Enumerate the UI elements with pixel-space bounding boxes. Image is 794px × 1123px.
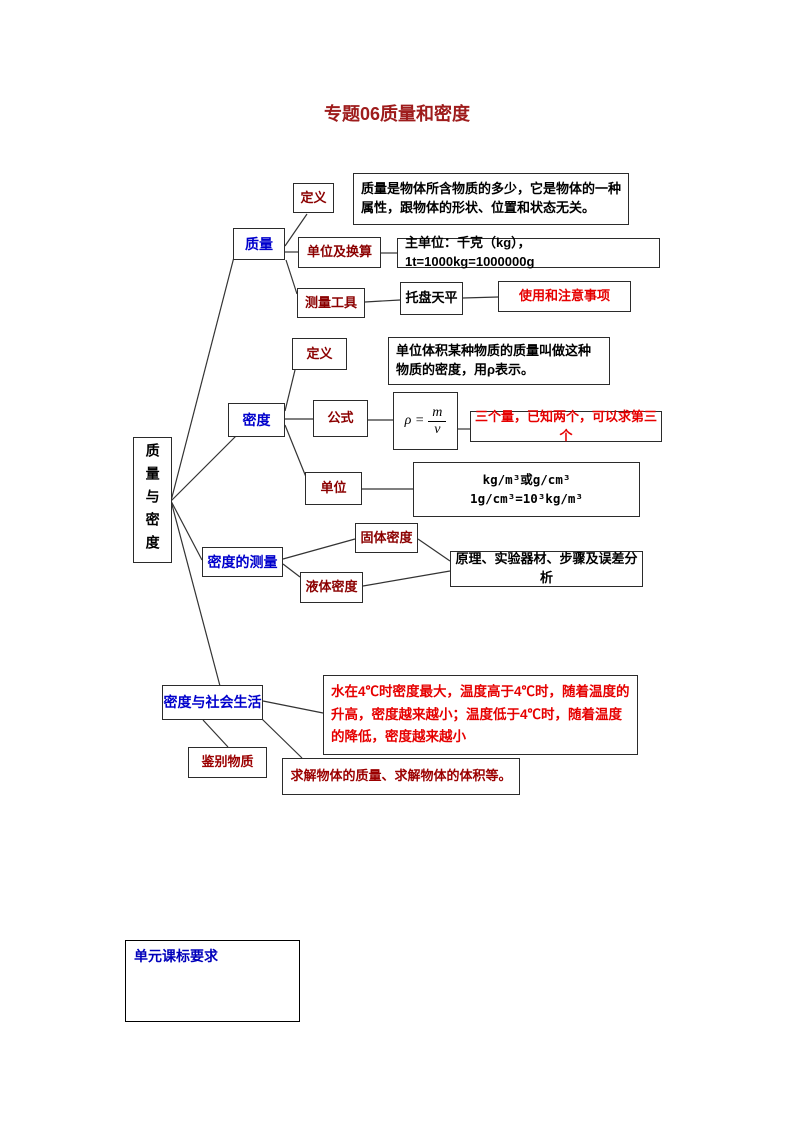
node-social-note: 水在4℃时密度最大，温度高于4℃时，随着温度的升高，密度越来越小；温度低于4℃时… xyxy=(323,675,638,755)
unit-standard-box: 单元课标要求 xyxy=(125,940,300,1022)
node-mass: 质量 xyxy=(233,228,285,260)
node-solid-density: 固体密度 xyxy=(355,523,418,553)
formula-numerator: m xyxy=(428,405,447,422)
node-density-definition: 定义 xyxy=(292,338,347,370)
node-mass-definition: 定义 xyxy=(293,183,334,213)
node-density-definition-text: 单位体积某种物质的质量叫做这种物质的密度，用ρ表示。 xyxy=(388,337,610,385)
node-mass-definition-text: 质量是物体所含物质的多少，它是物体的一种属性，跟物体的形状、位置和状态无关。 xyxy=(353,173,629,225)
node-measurement: 密度的测量 xyxy=(202,547,283,577)
node-root: 质量与密度 xyxy=(133,437,172,563)
node-density-unit-text: kg/m³或g/cm³ 1g/cm³=10³kg/m³ xyxy=(413,462,640,517)
measurement-detail-text: 原理、实验器材、步骤及误差分析 xyxy=(455,551,638,585)
mass-definition-text: 质量是物体所含物质的多少，它是物体的一种属性，跟物体的形状、位置和状态无关。 xyxy=(361,181,622,215)
node-mass-tool: 测量工具 xyxy=(297,288,365,318)
node-measurement-detail: 原理、实验器材、步骤及误差分析 xyxy=(450,551,643,587)
node-liquid-density: 液体密度 xyxy=(300,572,363,603)
node-mass-unit: 单位及换算 xyxy=(298,237,381,268)
node-density: 密度 xyxy=(228,403,285,437)
node-identify-note: 求解物体的质量、求解物体的体积等。 xyxy=(282,758,520,795)
formula-note: 三个量，已知两个，可以求第三个 xyxy=(474,408,657,443)
node-density-formula-expression: ρ = m v xyxy=(393,392,458,450)
node-mass-tool-note: 使用和注意事项 xyxy=(498,281,631,312)
page-title: 专题06质量和密度 xyxy=(323,104,471,124)
node-social-label: 密度与社会生活 xyxy=(163,694,262,711)
node-mass-unit-label: 单位及换算 xyxy=(306,244,372,260)
node-root-label: 质量与密度 xyxy=(144,442,161,558)
formula-fraction: m v xyxy=(428,405,447,437)
node-mass-definition-label: 定义 xyxy=(300,189,327,205)
node-density-formula-label: 公式 xyxy=(327,410,354,426)
node-density-label: 密度 xyxy=(242,411,271,428)
density-unit-text: kg/m³或g/cm³ 1g/cm³=10³kg/m³ xyxy=(470,472,596,506)
node-density-formula: 公式 xyxy=(313,400,368,437)
node-density-definition-label: 定义 xyxy=(306,345,333,361)
formula-denominator: v xyxy=(434,421,441,437)
node-density-unit: 单位 xyxy=(305,472,362,505)
density-definition-text: 单位体积某种物质的质量叫做这种物质的密度，用ρ表示。 xyxy=(396,343,592,377)
mass-tool-note: 使用和注意事项 xyxy=(518,288,610,304)
node-mass-tool-name: 托盘天平 xyxy=(400,282,463,315)
mass-tool-name: 托盘天平 xyxy=(405,290,458,306)
node-density-formula-note: 三个量，已知两个，可以求第三个 xyxy=(470,409,662,443)
social-note-text: 水在4℃时密度最大，温度高于4℃时，随着温度的升高，密度越来越小；温度低于4℃时… xyxy=(331,683,630,745)
identify-note-text: 求解物体的质量、求解物体的体积等。 xyxy=(290,768,512,784)
node-liquid-density-label: 液体密度 xyxy=(305,579,358,595)
node-density-unit-label: 单位 xyxy=(320,480,347,496)
node-mass-tool-label: 测量工具 xyxy=(304,294,357,310)
node-mass-label: 质量 xyxy=(245,235,273,252)
formula-lhs: ρ = xyxy=(404,412,425,428)
node-identify: 鉴别物质 xyxy=(188,747,267,778)
mass-unit-text: 主单位：千克（kg），1t=1000kg=1000000g xyxy=(405,235,535,269)
unit-standard-heading: 单元课标要求 xyxy=(134,948,218,964)
node-mass-unit-text: 主单位：千克（kg），1t=1000kg=1000000g xyxy=(397,235,660,269)
node-measurement-label: 密度的测量 xyxy=(207,553,278,570)
node-identify-label: 鉴别物质 xyxy=(201,754,254,770)
node-solid-density-label: 固体密度 xyxy=(360,529,413,545)
node-social: 密度与社会生活 xyxy=(162,685,263,720)
